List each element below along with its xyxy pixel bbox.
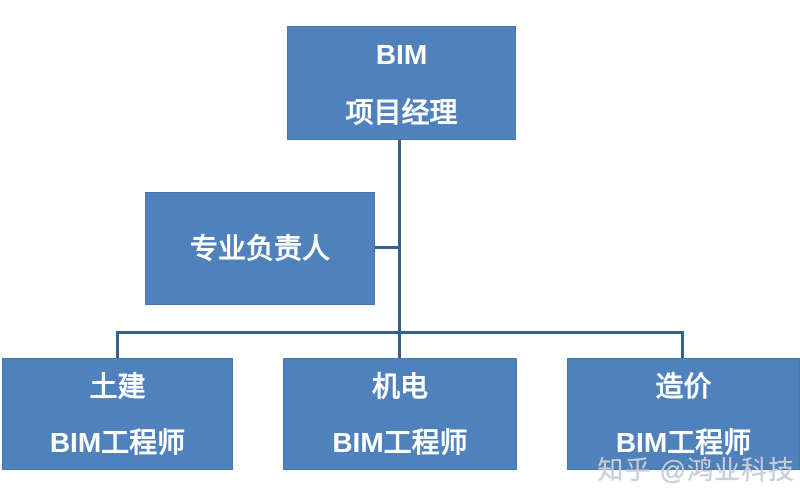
manager-line2-label: 项目经理	[345, 96, 458, 128]
cost-line2-label: BIM工程师	[615, 426, 752, 458]
mep-line2-label: BIM工程师	[332, 426, 468, 458]
civil-line1-label: 土建	[89, 371, 146, 402]
node-cost-bim-engineer: 造价 BIM工程师	[567, 358, 800, 470]
lead-label: 专业负责人	[189, 233, 330, 265]
node-professional-lead: 专业负责人	[145, 192, 375, 305]
connector-manager-vertical-line	[398, 140, 401, 358]
connector-lead-branch-line	[375, 246, 399, 249]
civil-line2-label: BIM工程师	[49, 426, 186, 458]
connector-civil-stub-line	[116, 331, 119, 358]
manager-line1-label: BIM	[375, 39, 428, 70]
connector-children-horizontal-bar	[116, 331, 684, 334]
cost-line1-label: 造价	[655, 371, 712, 402]
connector-cost-stub-line	[681, 331, 684, 358]
mep-line1-label: 机电	[371, 371, 428, 402]
zhihu-watermark: 知乎 @鸿业科技	[597, 455, 795, 485]
node-mep-bim-engineer: 机电 BIM工程师	[283, 358, 517, 470]
node-bim-project-manager: BIM 项目经理	[287, 26, 516, 140]
node-civil-bim-engineer: 土建 BIM工程师	[2, 358, 233, 470]
